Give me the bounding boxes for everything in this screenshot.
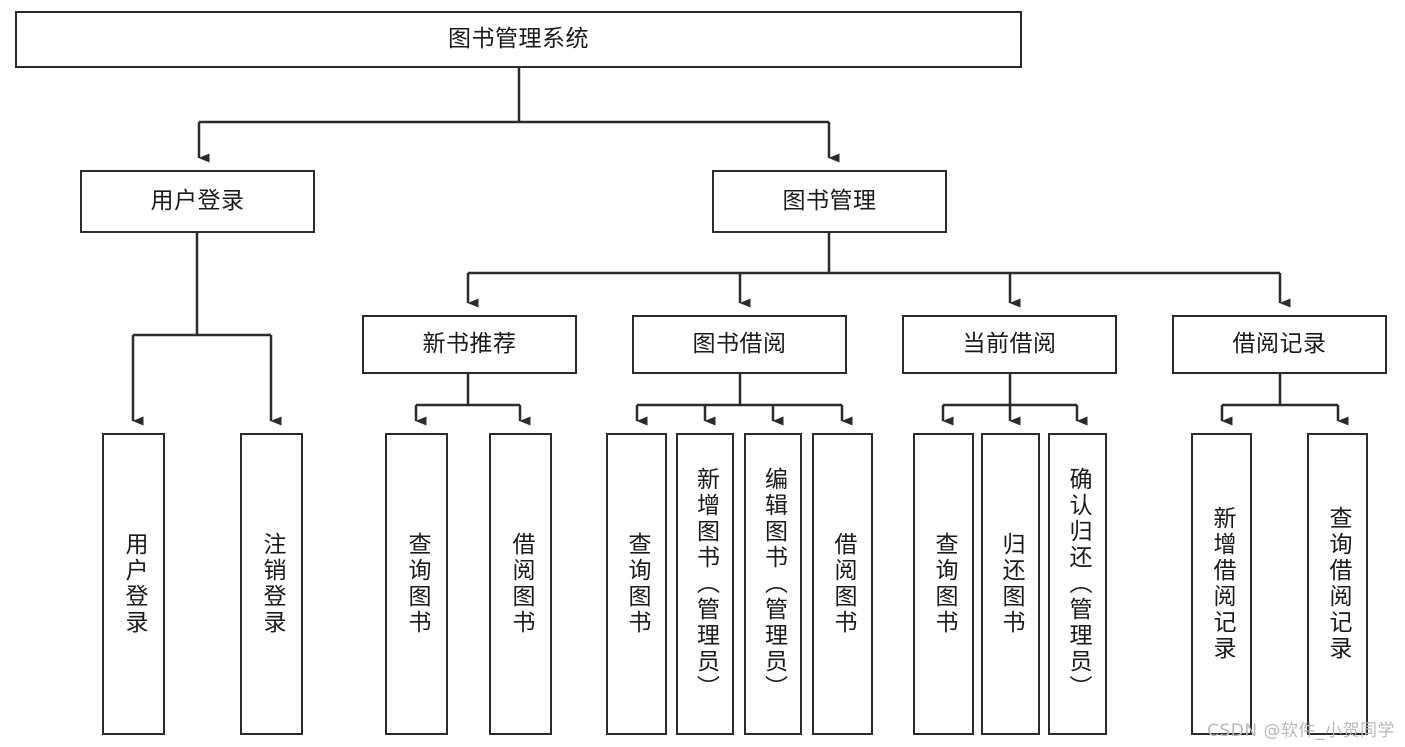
node-label: 借阅图书: [830, 532, 856, 636]
node-label: 查询借阅记录: [1325, 506, 1351, 662]
leaf-user-login[interactable]: 用户登录: [102, 433, 165, 735]
node-label: 借阅记录: [1232, 330, 1327, 357]
node-label: 新增借阅记录: [1209, 506, 1235, 662]
node-label: 归还图书: [998, 532, 1024, 636]
node-label: 借阅图书: [508, 532, 534, 636]
leaf-br-add-record[interactable]: 新增借阅记录: [1191, 433, 1252, 735]
leaf-bb-edit-book-admin[interactable]: 编辑图书（管理员）: [744, 433, 802, 735]
node-label: 图书管理: [782, 187, 877, 214]
leaf-bb-borrow-book[interactable]: 借阅图书: [812, 433, 873, 735]
node-label: 确认归还（管理员）: [1065, 467, 1091, 701]
node-root-book-management-system[interactable]: 图书管理系统: [15, 11, 1022, 68]
node-borrow-record[interactable]: 借阅记录: [1172, 315, 1387, 374]
node-new-book-recommend[interactable]: 新书推荐: [362, 315, 577, 374]
node-label: 用户登录: [150, 187, 245, 214]
leaf-logout[interactable]: 注销登录: [240, 433, 303, 735]
node-label: 查询图书: [404, 532, 430, 636]
node-label: 查询图书: [624, 532, 650, 636]
node-label: 图书管理系统: [448, 25, 589, 52]
node-label: 注销登录: [259, 532, 285, 636]
node-label: 当前借阅: [962, 330, 1057, 357]
leaf-nb-borrow-book[interactable]: 借阅图书: [489, 433, 552, 735]
node-label: 新增图书（管理员）: [692, 467, 719, 701]
leaf-br-query-record[interactable]: 查询借阅记录: [1307, 433, 1368, 735]
node-book-management[interactable]: 图书管理: [712, 170, 947, 233]
leaf-nb-query-book[interactable]: 查询图书: [385, 433, 448, 735]
leaf-bb-add-book-admin[interactable]: 新增图书（管理员）: [676, 433, 734, 735]
node-label: 用户登录: [121, 532, 147, 636]
node-label: 图书借阅: [692, 330, 787, 357]
leaf-bb-query-book[interactable]: 查询图书: [606, 433, 667, 735]
node-current-borrow[interactable]: 当前借阅: [902, 315, 1117, 374]
leaf-cb-confirm-return-admin[interactable]: 确认归还（管理员）: [1048, 433, 1107, 735]
node-label: 查询图书: [931, 532, 957, 636]
leaf-cb-return-book[interactable]: 归还图书: [981, 433, 1040, 735]
node-book-borrow[interactable]: 图书借阅: [632, 315, 847, 374]
node-label: 新书推荐: [422, 330, 517, 357]
node-label: 编辑图书（管理员）: [760, 467, 787, 701]
node-user-login[interactable]: 用户登录: [80, 170, 315, 233]
leaf-cb-query-book[interactable]: 查询图书: [913, 433, 974, 735]
